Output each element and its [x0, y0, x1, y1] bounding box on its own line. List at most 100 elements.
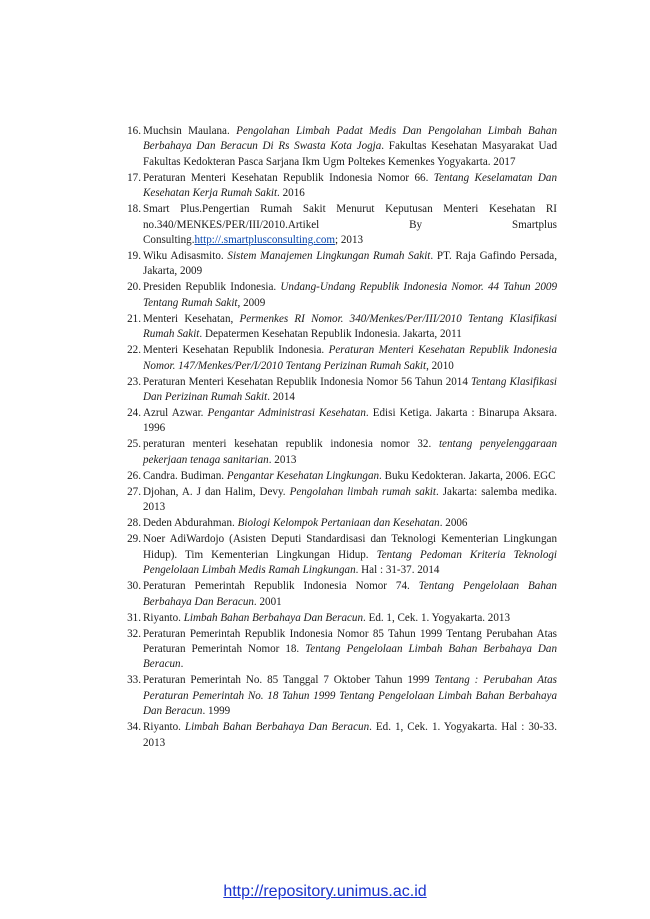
- reference-title: tentang penyelenggaraan pekerjaan tenaga…: [143, 438, 557, 466]
- reference-number: 22.: [127, 344, 141, 357]
- reference-title: Limbah Bahan Berbahaya Dan Beracun: [184, 721, 370, 734]
- reference-segment: . Ed. 1, Cek. 1. Yogyakarta. 2013: [363, 611, 510, 624]
- reference-text: peraturan menteri kesehatan republik ind…: [143, 438, 557, 465]
- reference-segment: Djohan, A. J dan Halim, Devy.: [143, 485, 290, 498]
- reference-number: 28.: [127, 517, 141, 530]
- reference-number: 30.: [127, 580, 141, 593]
- reference-title: Pengantar Kesehatan Lingkungan: [226, 469, 380, 482]
- reference-number: 27.: [127, 485, 141, 498]
- reference-text: Azrul Azwar. Pengantar Administrasi Kese…: [143, 407, 557, 434]
- reference-segment: Candra. Budiman.: [143, 469, 227, 482]
- reference-title: Pengantar Administrasi Kesehatan: [207, 407, 366, 420]
- repository-link[interactable]: http://repository.unimus.ac.id: [223, 883, 427, 900]
- reference-text: Riyanto. Limbah Bahan Berbahaya Dan Bera…: [143, 721, 557, 748]
- reference-number: 18.: [127, 203, 141, 216]
- reference-title: Undang-Undang Republik Indonesia Nomor. …: [143, 281, 557, 309]
- reference-segment: . 2014: [267, 391, 295, 404]
- reference-segment: . Hal : 31-37. 2014: [355, 564, 440, 577]
- reference-title: Permenkes RI Nomor. 340/Menkes/Per/III/2…: [143, 312, 558, 341]
- reference-item: 34.Riyanto. Limbah Bahan Berbahaya Dan B…: [119, 720, 557, 751]
- reference-title: Tentang Pengelolaan Limbah Bahan Berbaha…: [143, 642, 557, 671]
- reference-item: 29.Noer AdiWardojo (Asisten Deputi Stand…: [119, 532, 557, 578]
- reference-title: Tentang Pengelolaan Bahan Berbahaya Dan …: [143, 580, 557, 608]
- reference-list: 16.Muchsin Maulana. Pengolahan Limbah Pa…: [119, 124, 557, 752]
- reference-title: Pengolahan Limbah Padat Medis Dan Pengol…: [143, 125, 558, 153]
- reference-item: 24.Azrul Azwar. Pengantar Administrasi K…: [119, 406, 557, 437]
- reference-text: Menteri Kesehatan Republik Indonesia. Pe…: [143, 344, 557, 371]
- reference-segment: . 2016: [277, 187, 305, 200]
- reference-item: 19.Wiku Adisasmito. Sistem Manajemen Lin…: [119, 249, 557, 280]
- reference-number: 34.: [127, 721, 141, 734]
- reference-item: 33.Peraturan Pemerintah No. 85 Tanggal 7…: [119, 673, 557, 719]
- reference-segment: Peraturan Menteri Kesehatan Republik Ind…: [143, 171, 434, 184]
- reference-segment: Muchsin Maulana.: [143, 125, 237, 137]
- reference-number: 25.: [127, 438, 141, 451]
- reference-segment: . 2013: [268, 453, 297, 466]
- reference-segment: Azrul Azwar.: [143, 407, 208, 420]
- reference-text: Peraturan Pemerintah Republik Indonesia …: [143, 580, 557, 607]
- reference-item: 22.Menteri Kesehatan Republik Indonesia.…: [119, 343, 557, 374]
- reference-segment: Noer AdiWardojo (Asisten Deputi Standard…: [143, 533, 557, 561]
- reference-segment: . Edisi Ketiga. Jakarta : Binarupa Aksar…: [143, 407, 557, 435]
- reference-segment: Riyanto.: [143, 611, 184, 624]
- reference-segment: , 2009: [237, 296, 266, 309]
- reference-segment: Wiku Adisasmito.: [143, 250, 228, 263]
- reference-segment: Riyanto.: [143, 721, 185, 734]
- reference-text: Menteri Kesehatan, Permenkes RI Nomor. 3…: [143, 313, 557, 340]
- reference-segment: . 2001: [253, 595, 282, 608]
- reference-text: Muchsin Maulana. Pengolahan Limbah Padat…: [143, 125, 557, 168]
- reference-title: Limbah Bahan Berbahaya Dan Beracun: [183, 611, 364, 624]
- reference-number: 17.: [127, 171, 141, 184]
- reference-item: 31.Riyanto. Limbah Bahan Berbahaya Dan B…: [119, 611, 557, 626]
- reference-segment: Presiden Republik Indonesia.: [143, 281, 281, 294]
- reference-item: 25.peraturan menteri kesehatan republik …: [119, 437, 557, 468]
- reference-item: 21.Menteri Kesehatan, Permenkes RI Nomor…: [119, 312, 557, 343]
- reference-title: Tentang : Perubahan Atas Peraturan Pemer…: [143, 674, 557, 718]
- reference-item: 17.Peraturan Menteri Kesehatan Republik …: [119, 171, 557, 202]
- reference-number: 32.: [127, 627, 141, 640]
- reference-text: Deden Abdurahman. Biologi Kelompok Perta…: [143, 517, 467, 529]
- reference-title: Tentang Pedoman Kriteria Teknologi Penge…: [143, 548, 558, 577]
- reference-title: Sistem Manajemen Lingkungan Rumah Sakit: [227, 250, 431, 263]
- reference-segment: Menteri Kesehatan,: [143, 312, 240, 325]
- reference-segment: Peraturan Pemerintah No. 85 Tanggal 7 Ok…: [143, 674, 435, 687]
- reference-item: 18.Smart Plus.Pengertian Rumah Sakit Men…: [119, 202, 557, 248]
- reference-segment: . Buku Kedokteran. Jakarta, 2006. EGC: [379, 469, 556, 482]
- reference-number: 19.: [127, 250, 141, 263]
- reference-title: Tentang Klasifikasi Dan Perizinan Rumah …: [143, 375, 557, 404]
- reference-title: Biologi Kelompok Pertaniaan dan Kesehata…: [237, 517, 440, 530]
- reference-text: Peraturan Pemerintah No. 85 Tanggal 7 Ok…: [143, 674, 557, 717]
- reference-title: Tentang Keselamatan Dan Kesehatan Kerja …: [143, 171, 557, 200]
- reference-item: 30.Peraturan Pemerintah Republik Indones…: [119, 579, 557, 610]
- reference-segment: . 2006: [439, 517, 468, 530]
- reference-number: 33.: [127, 674, 141, 687]
- reference-text: Wiku Adisasmito. Sistem Manajemen Lingku…: [143, 250, 557, 277]
- reference-item: 32.Peraturan Pemerintah Republik Indones…: [119, 627, 557, 673]
- reference-text: Peraturan Pemerintah Republik Indonesia …: [143, 628, 557, 671]
- reference-number: 31.: [127, 611, 141, 624]
- reference-number: 23.: [127, 375, 141, 388]
- reference-number: 16.: [127, 125, 141, 137]
- reference-title: Peraturan Menteri Kesehatan Republik Ind…: [143, 344, 557, 372]
- reference-url-link[interactable]: http://.smartplusconsulting.com: [194, 234, 335, 247]
- reference-segment: Peraturan Pemerintah Republik Indonesia …: [143, 580, 419, 593]
- reference-text: Candra. Budiman. Pengantar Kesehatan Lin…: [143, 470, 556, 482]
- reference-text: Peraturan Menteri Kesehatan Republik Ind…: [143, 376, 557, 403]
- reference-segment: Smart Plus.Pengertian Rumah Sakit Menuru…: [143, 203, 557, 247]
- reference-item: 28.Deden Abdurahman. Biologi Kelompok Pe…: [119, 516, 557, 531]
- reference-segment: . PT. Raja Gafindo Persada, Jakarta, 200…: [143, 250, 558, 278]
- reference-segment: Peraturan Pemerintah Republik Indonesia …: [143, 627, 557, 655]
- reference-text: Peraturan Menteri Kesehatan Republik Ind…: [143, 172, 557, 199]
- reference-segment: ; 2013: [335, 234, 364, 247]
- reference-segment: Menteri Kesehatan Republik Indonesia.: [143, 344, 329, 357]
- reference-text: Smart Plus.Pengertian Rumah Sakit Menuru…: [143, 203, 557, 246]
- reference-segment: . Ed. 1, Cek. 1. Yogyakarta. Hal : 30-33…: [143, 721, 557, 749]
- reference-text: Riyanto. Limbah Bahan Berbahaya Dan Bera…: [143, 612, 510, 624]
- reference-segment: . Depatermen Kesehatan Republik Indonesi…: [199, 328, 462, 341]
- reference-item: 16.Muchsin Maulana. Pengolahan Limbah Pa…: [119, 124, 557, 170]
- reference-number: 24.: [127, 407, 141, 420]
- reference-item: 26.Candra. Budiman. Pengantar Kesehatan …: [119, 469, 557, 484]
- reference-text: Presiden Republik Indonesia. Undang-Unda…: [143, 281, 557, 308]
- reference-segment: . Jakarta: salemba medika. 2013: [143, 485, 557, 514]
